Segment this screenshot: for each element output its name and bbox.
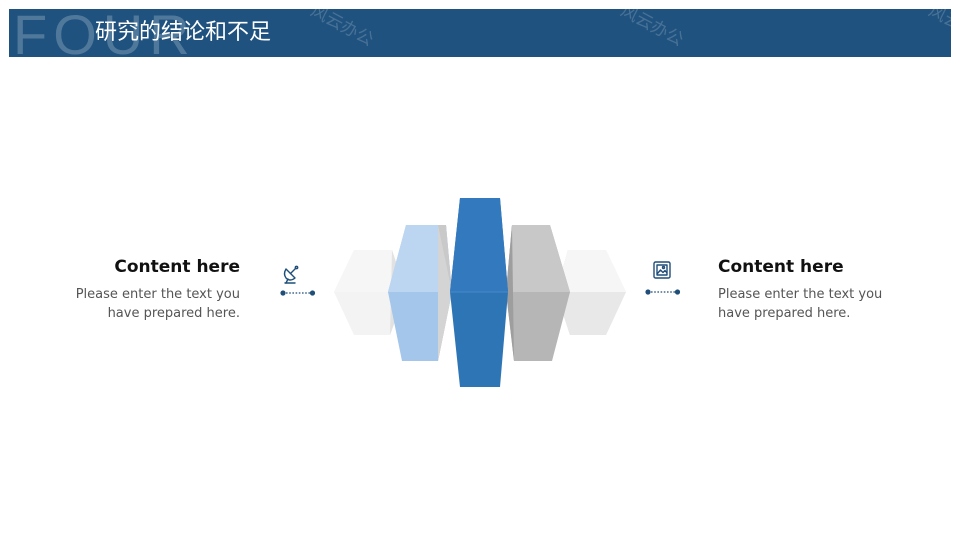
right-description: Please enter the text you have prepared … [718,285,918,323]
right-heading: Content here [718,257,844,277]
header-band: FOUR 研究的结论和不足 风云办公 风云办公 风云办公 [9,9,951,57]
satellite-dish-icon [281,263,305,287]
watermark-text: 风云办公 [617,9,687,51]
central-3d-graphic [334,198,626,387]
left-content-block: Content here Please enter the text you h… [40,255,240,323]
watermark-text: 风云办公 [307,9,377,51]
right-description-line2: have prepared here. [718,306,851,321]
section-number-watermark: FOUR [13,9,196,57]
right-content-block: Content here Please enter the text you h… [718,255,918,323]
left-description-line1: Please enter the text you [75,287,240,302]
right-description-line1: Please enter the text you [718,287,883,302]
right-connector [645,289,681,295]
left-description: Please enter the text you have prepared … [40,285,240,323]
slide-title: 研究的结论和不足 [95,20,272,45]
watermark-text: 风云办公 [925,9,951,51]
left-description-line2: have prepared here. [107,306,240,321]
left-heading: Content here [114,257,240,277]
image-icon [651,259,675,283]
left-connector [280,290,316,296]
